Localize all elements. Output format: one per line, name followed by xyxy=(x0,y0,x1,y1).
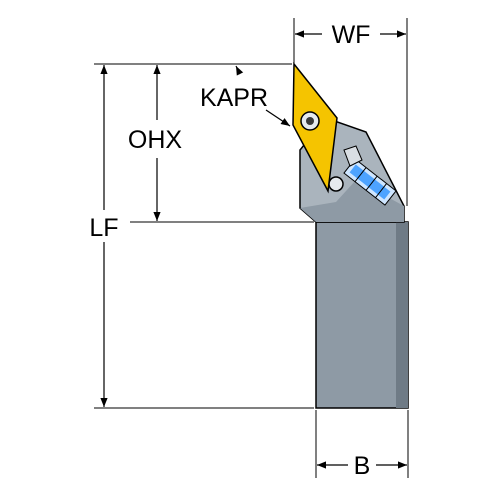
dimension-lf: LF xyxy=(89,65,119,407)
dimension-kapr: KAPR xyxy=(200,65,291,127)
tool-head-shading xyxy=(300,180,404,222)
dimension-b: B xyxy=(317,452,407,480)
dimension-label-wf: WF xyxy=(332,21,371,49)
dimension-label-ohx: OHX xyxy=(128,126,183,154)
dimension-label-b: B xyxy=(354,452,371,480)
dimension-ohx: OHX xyxy=(128,65,183,221)
extension-lines xyxy=(94,18,409,478)
clamp-pin xyxy=(343,145,363,167)
dimension-label-lf: LF xyxy=(89,214,118,242)
dimension-label-kapr: KAPR xyxy=(200,84,268,112)
shank-shadow xyxy=(396,222,408,408)
dimension-wf: WF xyxy=(295,21,406,49)
torx-screw-icon xyxy=(300,111,320,131)
shim-pin xyxy=(328,176,344,192)
tool-shank xyxy=(315,221,409,409)
